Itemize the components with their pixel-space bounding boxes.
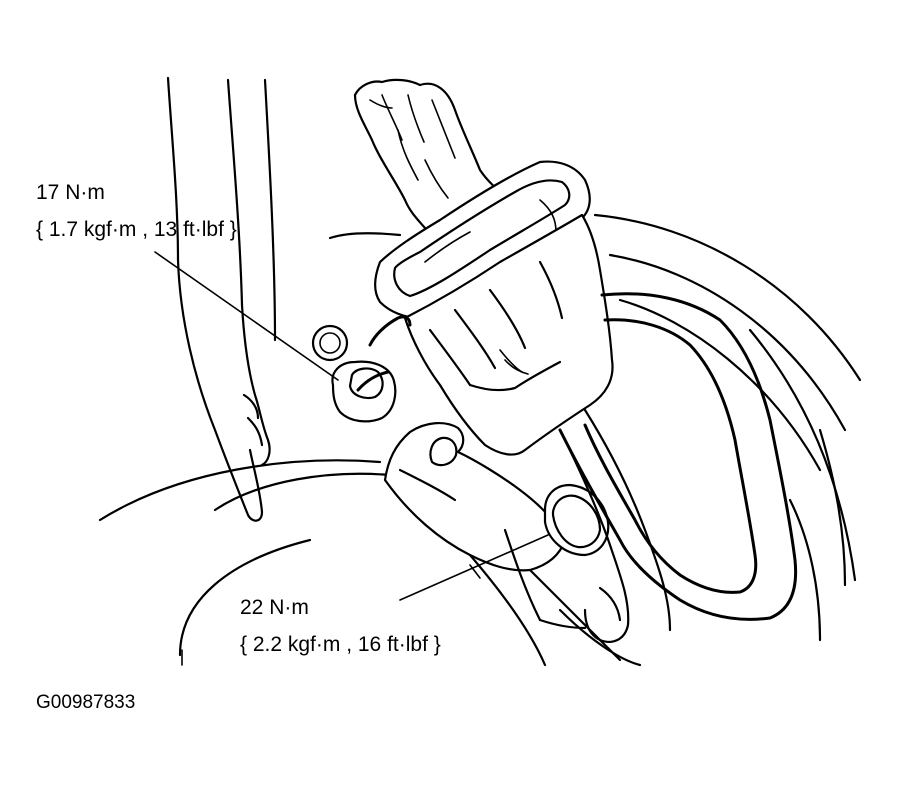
- leader-lines: [154, 251, 549, 601]
- rotor-arcs: [98, 213, 862, 667]
- strut-body: [166, 76, 277, 522]
- brake-pipe-loop: [558, 292, 798, 621]
- figure-id: G00987833: [36, 692, 136, 713]
- lower-bolt-torque-conversions: { 2.2 kgf·m , 16 ft·lbf }: [240, 633, 441, 656]
- upper-bolt-torque-nm: 17 N·m: [36, 181, 105, 204]
- leader-upper: [154, 251, 339, 381]
- caliper-lug: [383, 422, 567, 572]
- caliper-body: [403, 213, 614, 456]
- hatch-ticks: [181, 564, 481, 666]
- leader-lower: [399, 534, 549, 601]
- lower-bolt: [543, 483, 610, 557]
- lower-bolt-torque-nm: 22 N·m: [240, 596, 309, 619]
- brake-hose: [353, 78, 507, 230]
- caliper-housing: [503, 408, 672, 643]
- upper-bolt-torque-conversions: { 1.7 kgf·m , 13 ft·lbf }: [36, 218, 237, 241]
- upper-bolt: [311, 315, 412, 423]
